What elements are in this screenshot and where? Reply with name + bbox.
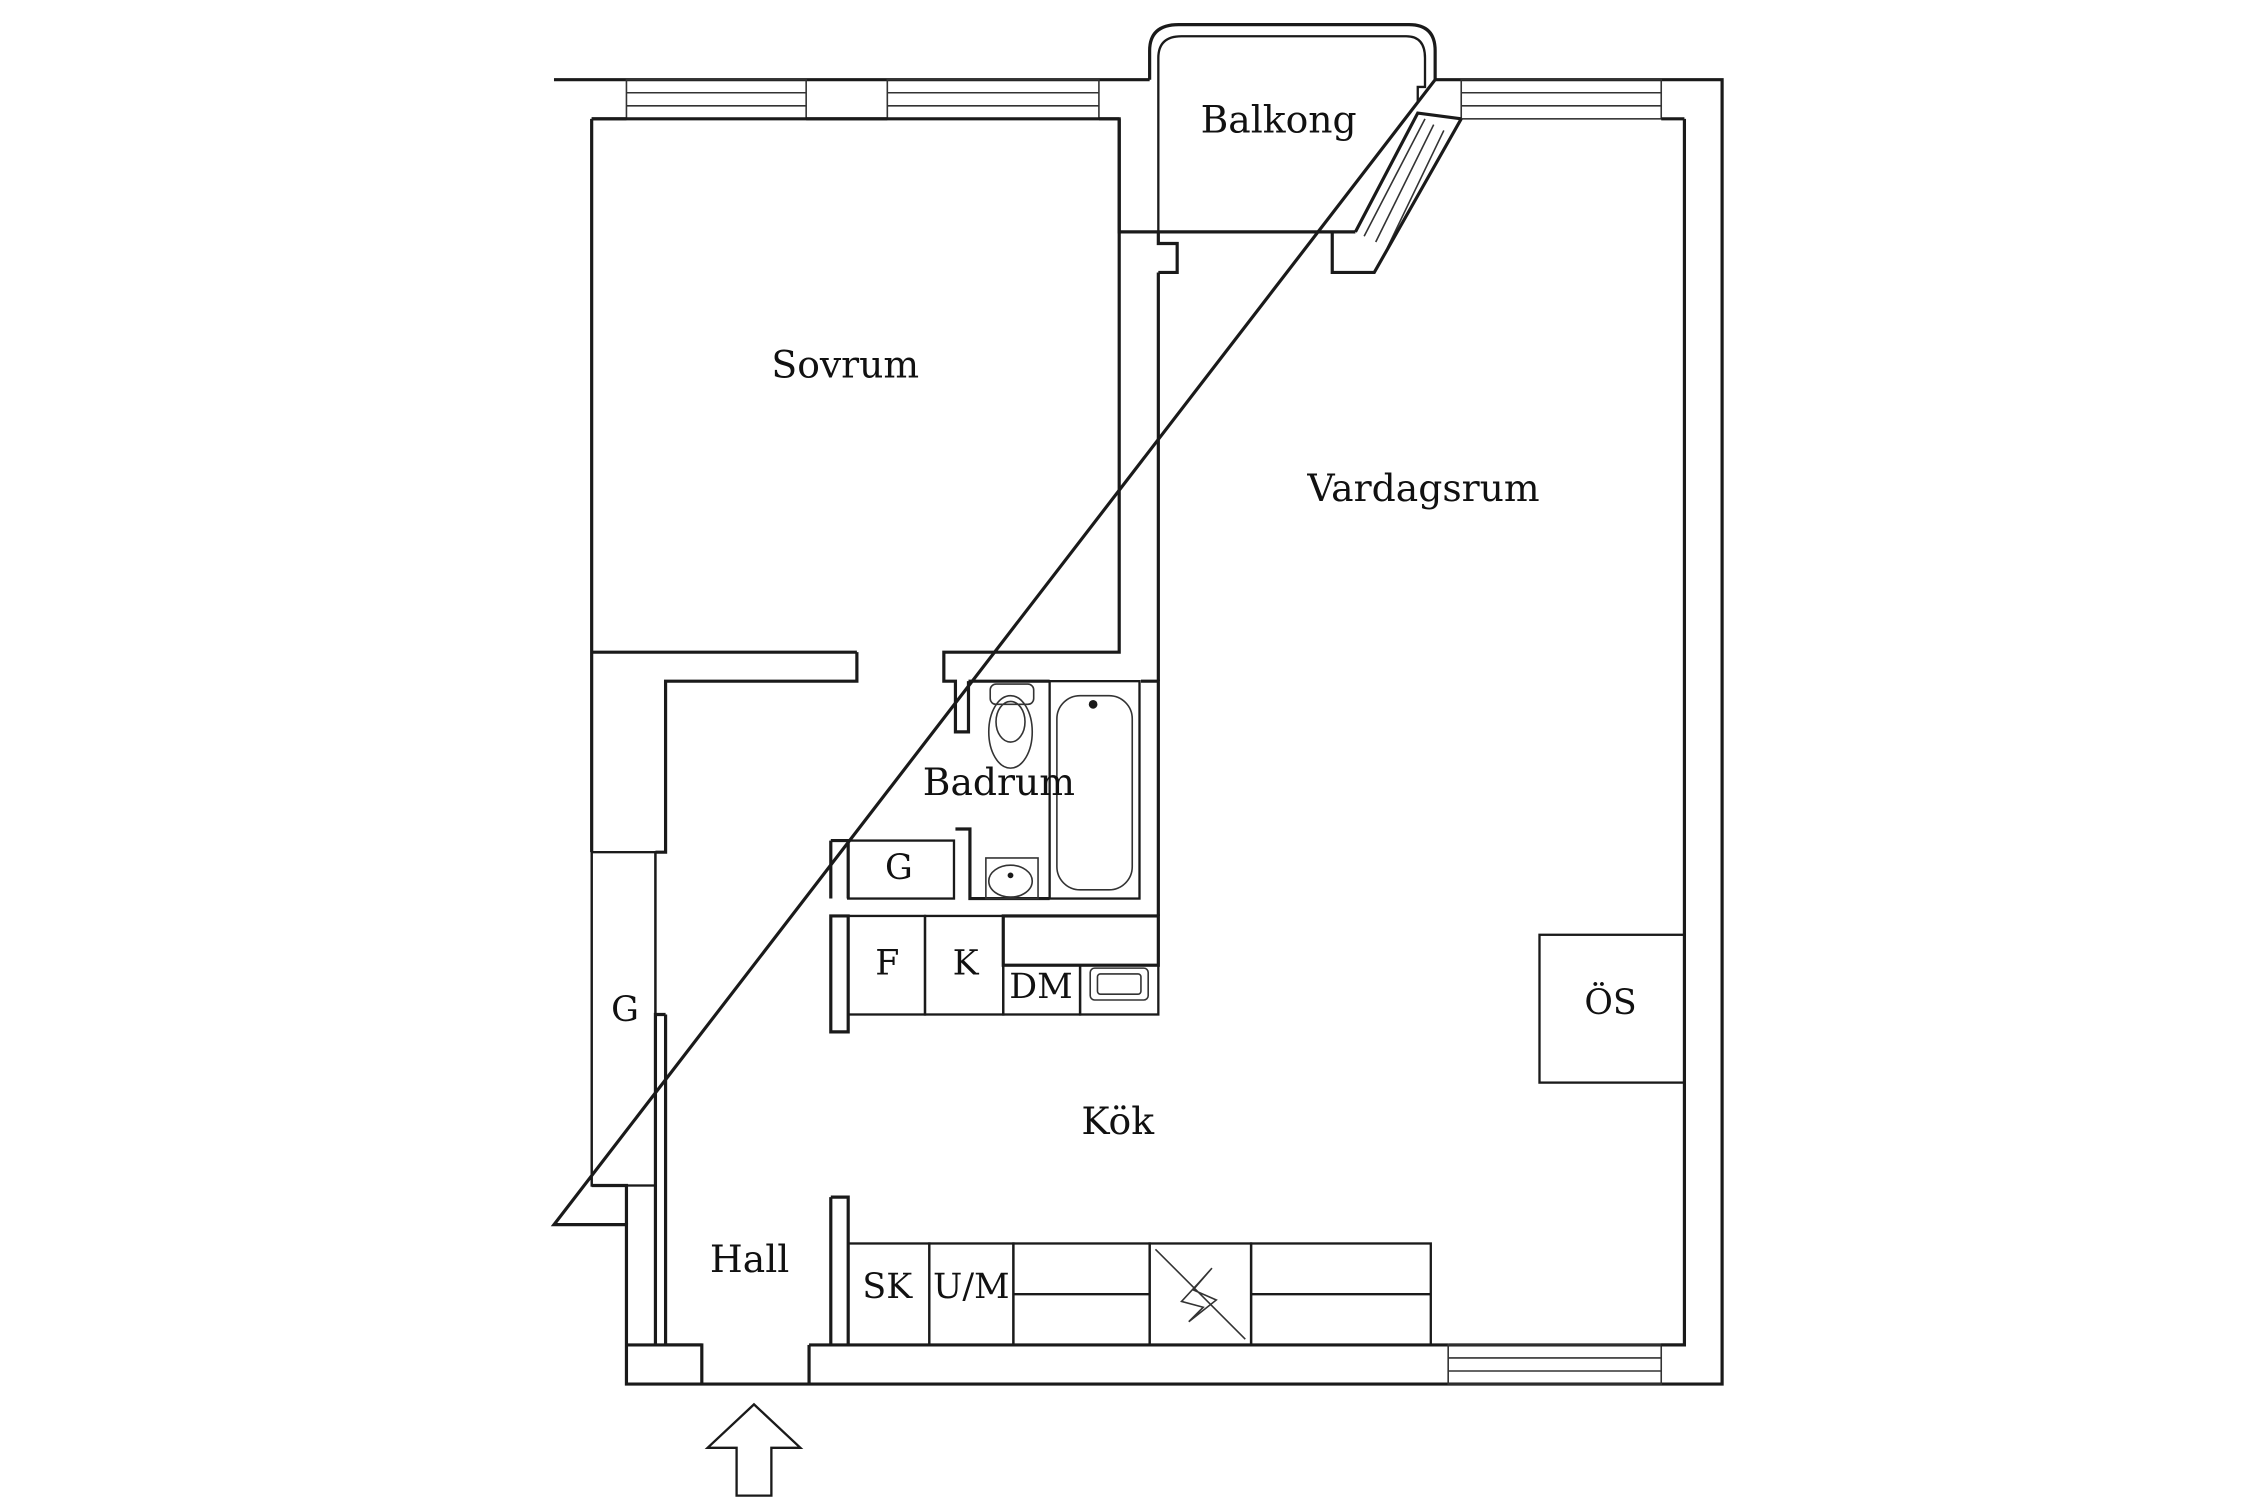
toilet-icon [987,683,1035,769]
kitchen-lower-row [847,1242,1432,1347]
label-ospis: ÖS [1584,981,1636,1023]
label-frys: F [875,944,899,984]
label-stadskap: SK [862,1267,913,1307]
outer-walls [550,78,1724,1386]
hall-wardrobe [590,851,657,1187]
room-labels: Balkong Sovrum Vardagsrum Badrum Kök Hal… [710,98,1540,1281]
fireplace-block [1538,933,1686,1084]
kitchen-upper-block [829,838,1160,1034]
label-kyl: K [953,944,980,984]
label-diskmaskin: DM [1009,967,1072,1007]
sink-icon [985,857,1039,900]
fixture-labels: G G F K DM ÖS SK U/M [611,848,1637,1307]
label-sovrum: Sovrum [771,343,919,387]
window-sovrum-right [886,78,1100,120]
interior-walls [591,117,1160,1385]
label-kok: Kök [1081,1099,1155,1143]
window-sovrum-left [625,78,807,120]
label-garderob-bad: G [885,848,913,888]
windows [591,78,1685,1385]
bathtub-icon [1048,680,1141,900]
label-badrum: Badrum [923,760,1075,804]
label-vardagsrum: Vardagsrum [1306,466,1539,510]
kitchen-sink-icon [1089,967,1149,1001]
label-hall: Hall [710,1237,789,1281]
window-vardagsrum-top [1460,78,1663,120]
entrance-arrow-icon [704,1402,804,1497]
stove-icon [1154,1248,1246,1340]
bathroom-fixtures [985,680,1141,900]
label-ugn-mikro: U/M [933,1267,1010,1307]
label-garderob-hall: G [611,990,639,1030]
balcony [1117,23,1463,275]
label-balkong: Balkong [1201,98,1357,142]
window-kok-bottom [1447,1344,1663,1385]
